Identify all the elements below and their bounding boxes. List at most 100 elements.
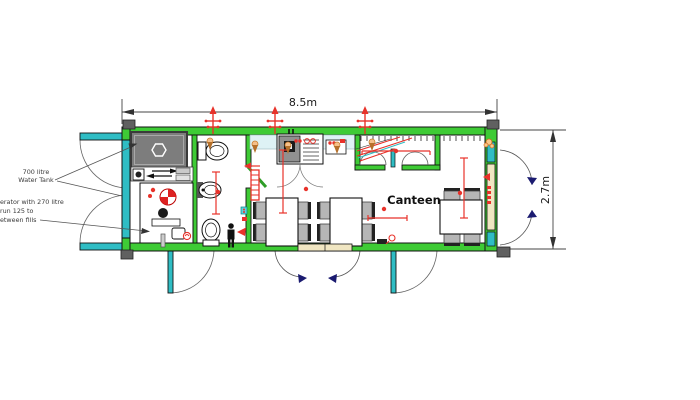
head xyxy=(228,223,234,229)
bowl xyxy=(201,218,221,242)
radiator-icon xyxy=(244,162,260,201)
wall-light-icons xyxy=(206,137,495,154)
bowl-inner xyxy=(209,145,225,157)
corner-caps xyxy=(120,119,511,260)
dim-arrow-top xyxy=(550,130,556,142)
chair-back xyxy=(308,224,311,241)
detector-dot xyxy=(393,148,399,154)
chair-back xyxy=(372,202,375,219)
bowl xyxy=(205,141,229,161)
corner-cap xyxy=(486,119,500,130)
chair xyxy=(255,223,267,242)
flue-icon xyxy=(356,106,374,134)
open-door-leaf xyxy=(79,242,123,251)
leg xyxy=(228,239,231,248)
table xyxy=(329,197,363,247)
red-squiggle xyxy=(184,234,190,237)
valve-icon xyxy=(135,171,142,178)
door-swing-arc xyxy=(79,194,126,244)
tap-dot xyxy=(201,188,205,192)
leader-line-water-tank xyxy=(54,146,132,181)
chair-back xyxy=(444,243,460,246)
flue-icon xyxy=(266,106,284,134)
heater-run-line xyxy=(367,215,408,221)
water-tank xyxy=(130,131,188,169)
chair xyxy=(319,223,331,242)
kitchen-area xyxy=(249,129,357,188)
dim-arrow-bottom xyxy=(550,237,556,249)
chair xyxy=(297,201,309,220)
pull-cord xyxy=(212,171,220,215)
swing-arrow xyxy=(328,274,337,283)
dim-arrow-right xyxy=(485,109,497,115)
generator-label-line3: etween fills xyxy=(0,216,37,224)
table-with-chairs xyxy=(317,197,375,247)
exhaust-stub xyxy=(160,233,166,248)
generator xyxy=(139,182,194,248)
detector-dot xyxy=(215,189,221,195)
table xyxy=(265,197,299,247)
detector-dot xyxy=(457,190,463,196)
dimension-height-label: 2.7m xyxy=(539,176,552,204)
dimension-right xyxy=(500,129,566,250)
wall-light-icon xyxy=(333,141,341,154)
corner-cap xyxy=(122,119,136,130)
open-door-leaf xyxy=(79,132,123,141)
window-right xyxy=(486,231,496,247)
chair-back xyxy=(464,188,480,191)
swing-arrow xyxy=(527,210,537,218)
chair-back xyxy=(444,188,460,191)
chair xyxy=(463,233,481,244)
filler-cap-icon xyxy=(158,208,168,218)
wall-light-icon xyxy=(284,141,292,154)
right-wall-heater-marks xyxy=(483,173,491,204)
chair xyxy=(443,233,461,244)
door-swing-arc xyxy=(499,149,533,186)
door-swing-arc xyxy=(499,209,533,246)
chair xyxy=(319,201,331,220)
canteen-room-label: Canteen xyxy=(387,193,441,207)
generator-symbol-quarters xyxy=(160,189,176,205)
chair xyxy=(463,190,481,201)
door-swing-arc xyxy=(169,248,215,294)
chair-back xyxy=(317,224,320,241)
red-rail-ends xyxy=(361,151,431,155)
generator-label-line1: erator with 270 litre xyxy=(0,198,64,206)
chair-back xyxy=(317,202,320,219)
chair xyxy=(297,223,309,242)
flue-icon xyxy=(204,106,222,134)
corner-cap xyxy=(120,249,134,260)
open-door-leaf xyxy=(167,249,174,294)
fuel-box xyxy=(171,227,186,240)
wall-light-icon xyxy=(483,138,495,149)
chair xyxy=(361,201,373,220)
pull-cord xyxy=(279,149,287,214)
wall-light-icon xyxy=(368,138,376,151)
chair xyxy=(443,190,461,201)
body xyxy=(227,229,235,240)
detector-dot xyxy=(381,206,387,212)
kitchen-detector-cluster xyxy=(294,138,345,145)
leader-line xyxy=(56,180,123,197)
chair xyxy=(361,223,373,242)
water-tank-label-line2: Water Tank xyxy=(18,176,54,184)
water-tank-label-line1: 700 litre xyxy=(23,168,50,176)
teal-pipe-run xyxy=(357,141,406,159)
table-with-chairs xyxy=(253,197,311,247)
leader-arrow xyxy=(128,143,138,150)
chair-back xyxy=(308,202,311,219)
canteen-table-with-chairs xyxy=(439,188,483,246)
wall-light-icon xyxy=(206,137,214,150)
person-icon xyxy=(227,223,235,248)
red-arrow xyxy=(237,227,246,236)
indicator-dot xyxy=(148,194,152,198)
door-swing-arc xyxy=(392,248,438,294)
pull-cord xyxy=(460,157,468,219)
dining-tables xyxy=(253,188,483,247)
cistern xyxy=(197,141,207,161)
alarm-symbol xyxy=(182,231,192,241)
wall-light-icon xyxy=(251,140,259,153)
utility-counter xyxy=(130,166,194,182)
